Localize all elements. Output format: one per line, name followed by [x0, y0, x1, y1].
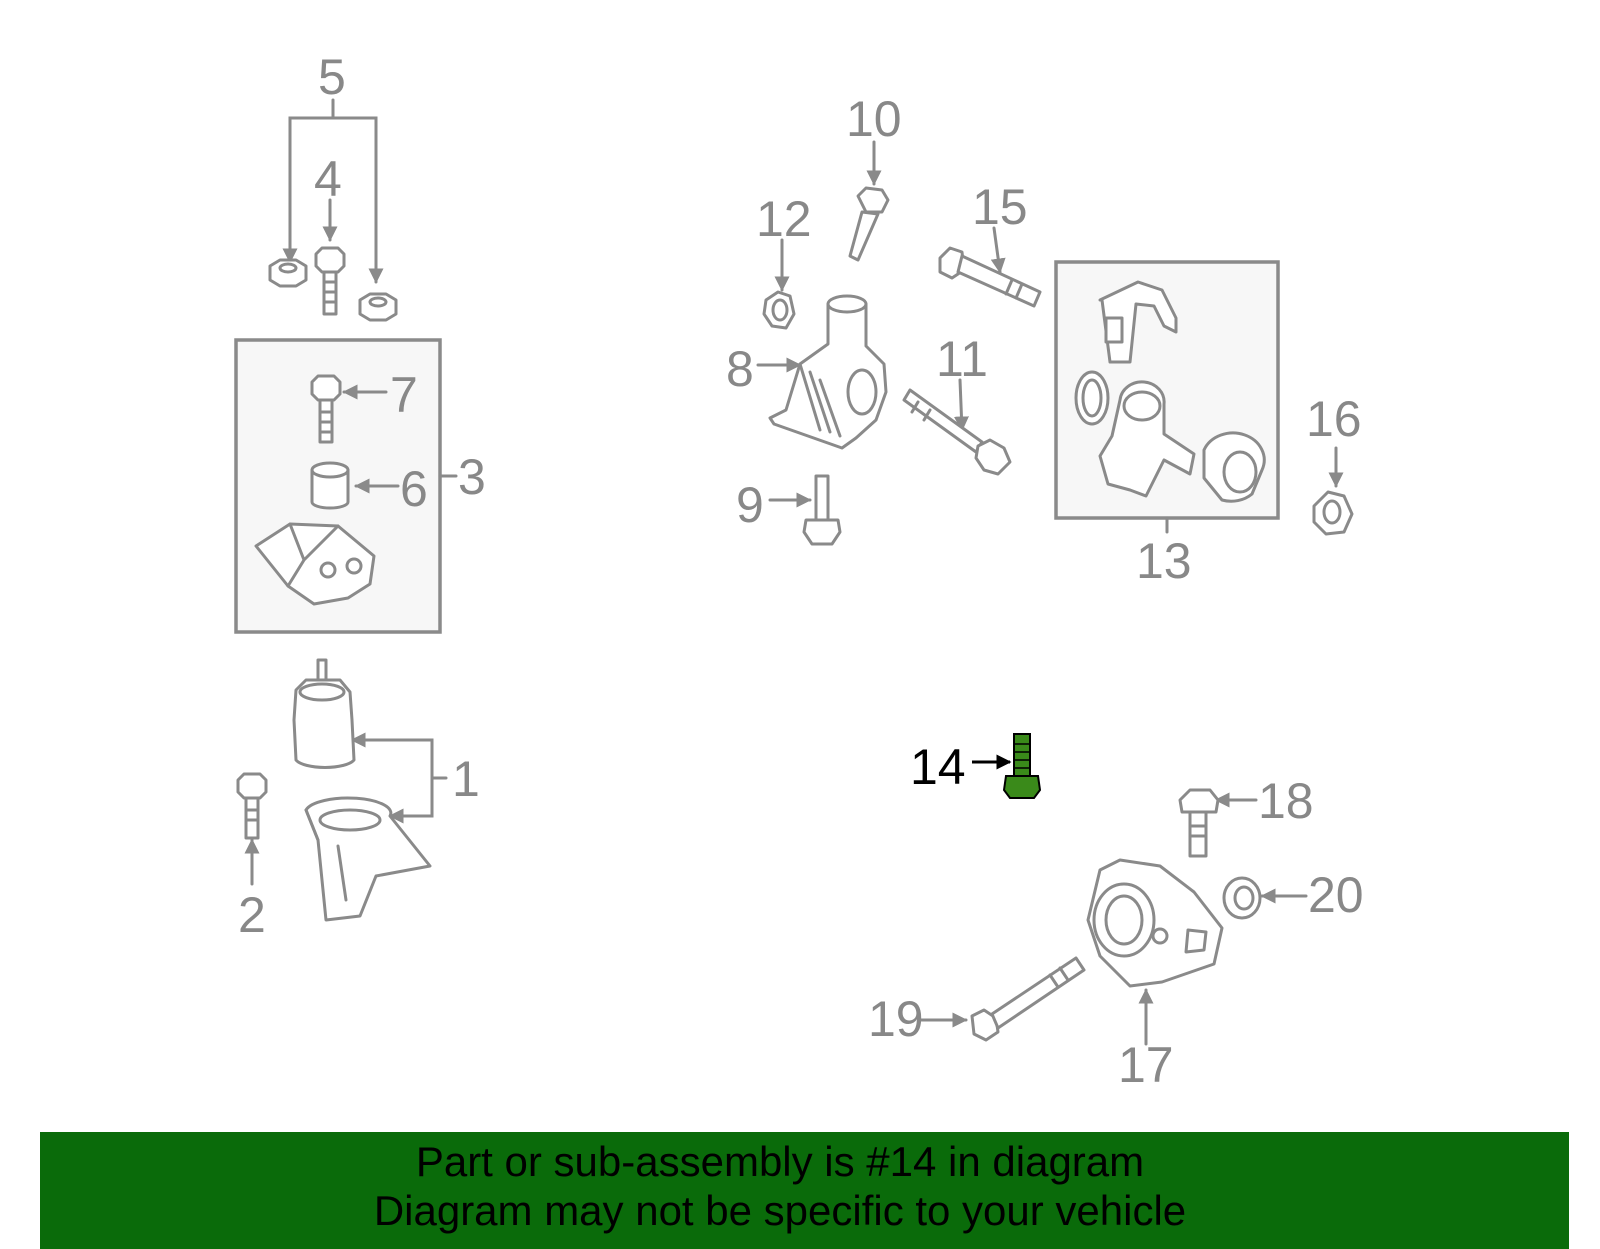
callout-16: 16 — [1306, 391, 1362, 447]
callout-14-highlighted: 14 — [910, 739, 966, 795]
bolt-part-2[interactable] — [236, 772, 268, 886]
callout-1: 1 — [452, 751, 480, 807]
callout-11: 11 — [936, 331, 988, 387]
callout-15: 15 — [972, 179, 1028, 235]
bolt-part-4[interactable] — [314, 198, 346, 316]
nut-part-5a[interactable] — [268, 258, 308, 288]
callout-4: 4 — [314, 151, 342, 207]
callout-9: 9 — [736, 477, 764, 533]
bolt-part-18[interactable] — [1178, 788, 1258, 858]
nut-part-5b[interactable] — [358, 292, 398, 322]
banner-line-part-number: Part or sub-assembly is #14 in diagram — [415, 1138, 1145, 1185]
callout-7: 7 — [390, 367, 418, 423]
subassembly-box-3[interactable] — [234, 338, 458, 634]
engine-mount-part-1[interactable] — [292, 658, 448, 922]
bolt-part-7[interactable] — [310, 374, 388, 444]
callout-20: 20 — [1308, 867, 1364, 923]
nut-part-12[interactable] — [762, 238, 796, 330]
callout-13: 13 — [1136, 533, 1192, 589]
callout-19: 19 — [868, 991, 924, 1047]
callout-5: 5 — [318, 49, 346, 105]
bracket-part-8[interactable] — [756, 294, 888, 450]
engine-mount-part-17[interactable] — [1086, 858, 1224, 1046]
callout-3: 3 — [458, 449, 486, 505]
callout-12: 12 — [756, 191, 812, 247]
subassembly-box-13[interactable] — [1054, 260, 1280, 534]
screw-part-10[interactable] — [848, 140, 890, 262]
bolt-part-19[interactable] — [918, 956, 1086, 1042]
callout-6: 6 — [400, 461, 428, 517]
callout-10: 10 — [846, 91, 902, 147]
bolt-part-15[interactable] — [938, 226, 1042, 308]
group-5-hardware — [268, 98, 398, 322]
callout-2: 2 — [238, 887, 266, 943]
callout-8: 8 — [726, 341, 754, 397]
info-banner: Part or sub-assembly is #14 in diagram D… — [40, 1132, 1569, 1249]
bolt-part-9[interactable] — [768, 474, 842, 546]
banner-line-disclaimer: Diagram may not be specific to your vehi… — [373, 1187, 1187, 1234]
bolt-part-14-highlighted[interactable] — [972, 733, 1042, 799]
callout-18: 18 — [1258, 773, 1314, 829]
bracket-plate[interactable] — [254, 522, 376, 606]
washer-part-20[interactable] — [1222, 876, 1308, 920]
callout-17: 17 — [1118, 1037, 1174, 1093]
nut-part-16[interactable] — [1312, 446, 1354, 536]
bushing-part-6[interactable] — [310, 461, 400, 510]
bolt-part-11[interactable] — [902, 378, 1012, 476]
